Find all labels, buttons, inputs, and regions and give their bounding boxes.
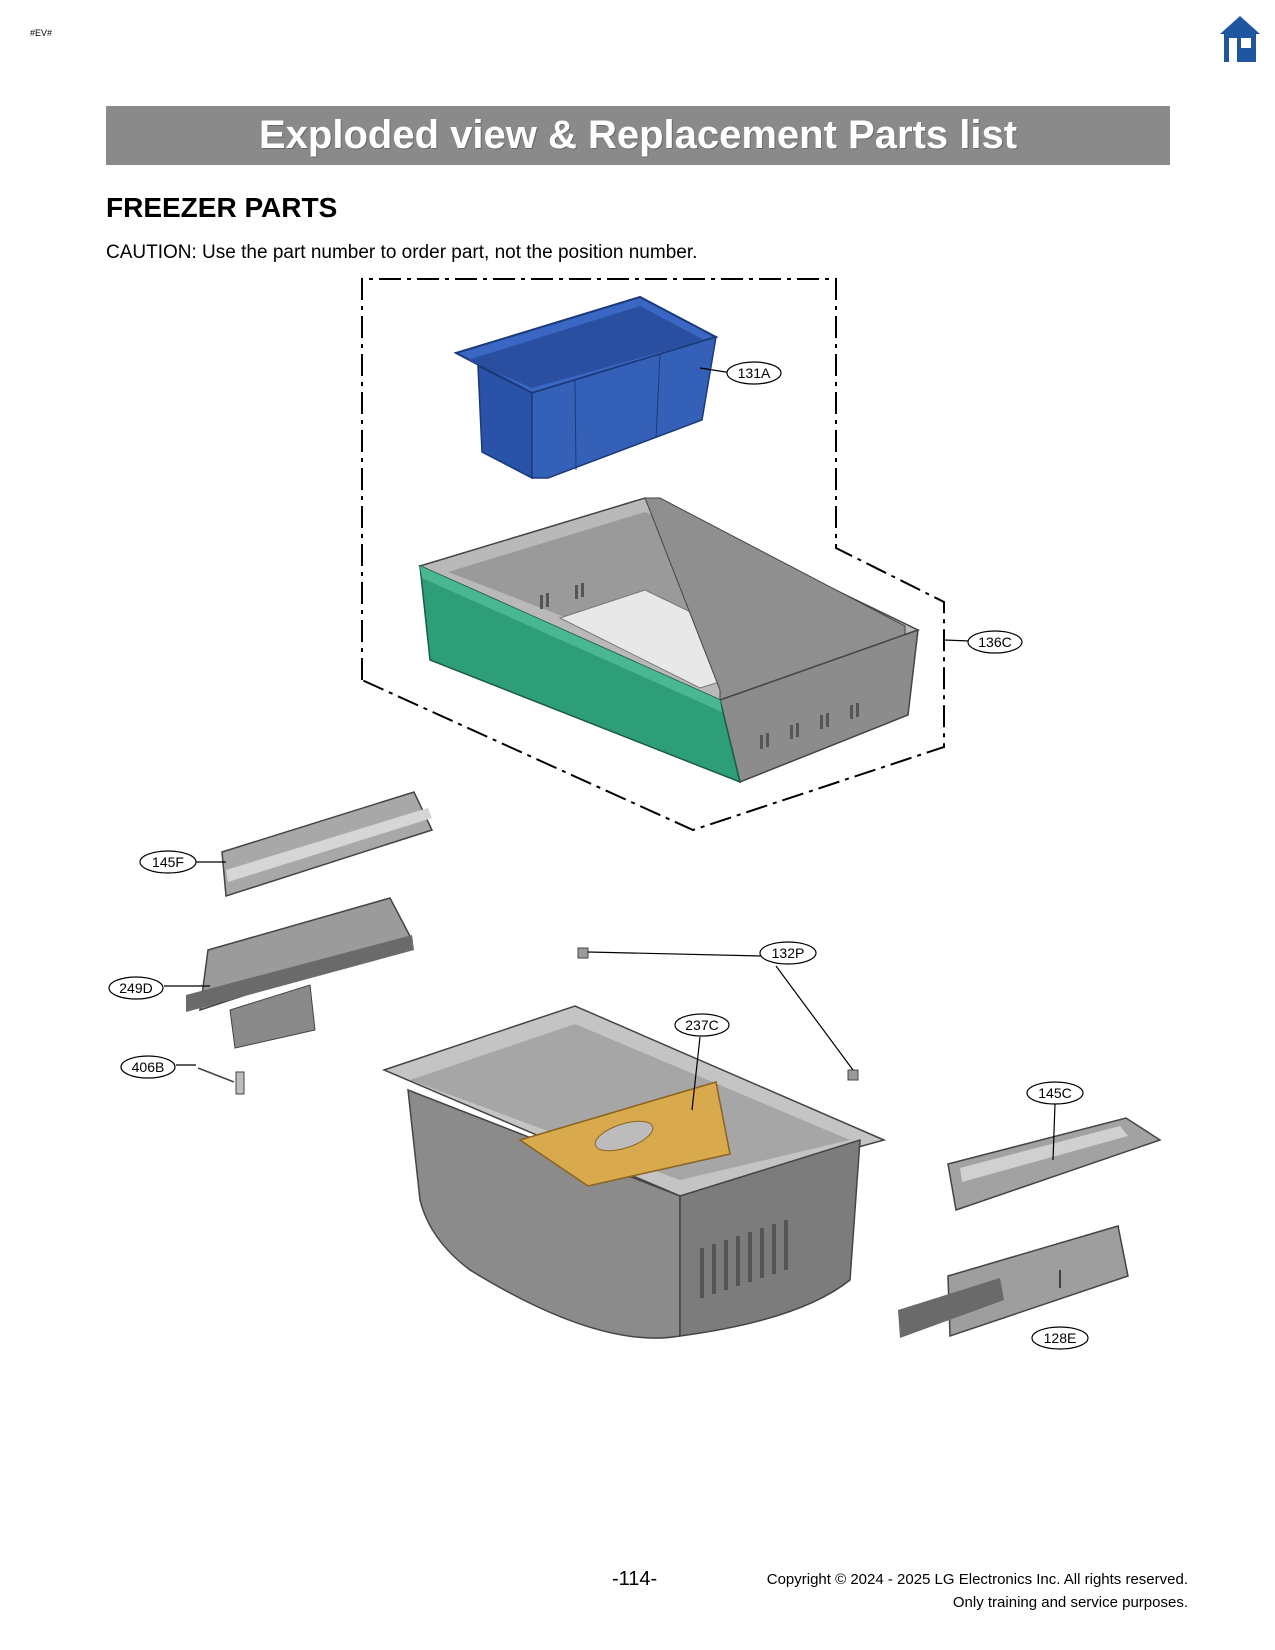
callout-136C: 136C: [967, 630, 1023, 654]
svg-text:131A: 131A: [738, 365, 771, 381]
callout-406B: 406B: [120, 1055, 176, 1079]
document-tag: #EV#: [30, 28, 53, 38]
part-237C-divider: [518, 1081, 731, 1187]
callout-131A: 131A: [726, 361, 782, 385]
svg-text:145F: 145F: [152, 854, 184, 870]
part-136C-drawer: [417, 497, 920, 784]
svg-text:145C: 145C: [1038, 1085, 1071, 1101]
svg-text:249D: 249D: [119, 980, 152, 996]
part-131A-bin: [453, 295, 719, 480]
svg-text:136C: 136C: [978, 634, 1011, 650]
part-406B-clip: [197, 1067, 245, 1095]
callout-249D: 249D: [108, 976, 164, 1000]
callout-145C: 145C: [1026, 1081, 1084, 1105]
callout-132P: 132P: [759, 941, 817, 965]
part-249D-rack: [186, 897, 414, 1049]
part-132P-pad-left: [577, 947, 589, 959]
callout-237C: 237C: [674, 1013, 730, 1037]
svg-text:237C: 237C: [685, 1017, 718, 1033]
part-145C-rail: [947, 1117, 1162, 1211]
page-banner: Exploded view & Replacement Parts list: [106, 106, 1170, 165]
copyright-line-1: Copyright © 2024 - 2025 LG Electronics I…: [766, 1571, 1188, 1588]
callout-128E: 128E: [1031, 1326, 1089, 1350]
part-128E-rack: [898, 1225, 1129, 1338]
caution-note: CAUTION: Use the part number to order pa…: [106, 242, 698, 263]
page-number: -114-: [612, 1568, 658, 1590]
svg-text:128E: 128E: [1044, 1330, 1077, 1346]
copyright-line-2: Only training and service purposes.: [952, 1594, 1188, 1611]
callout-145F: 145F: [139, 850, 197, 874]
part-145F-rail: [221, 791, 434, 897]
part-132P-pad-right: [847, 1069, 859, 1081]
part-basket: [381, 1005, 887, 1339]
copyright-notice: Copyright © 2024 - 2025 LG Electronics I…: [767, 1568, 1188, 1614]
svg-text:132P: 132P: [772, 945, 805, 961]
home-icon[interactable]: [1218, 14, 1262, 64]
section-title: FREEZER PARTS: [106, 192, 338, 223]
svg-text:406B: 406B: [132, 1059, 165, 1075]
